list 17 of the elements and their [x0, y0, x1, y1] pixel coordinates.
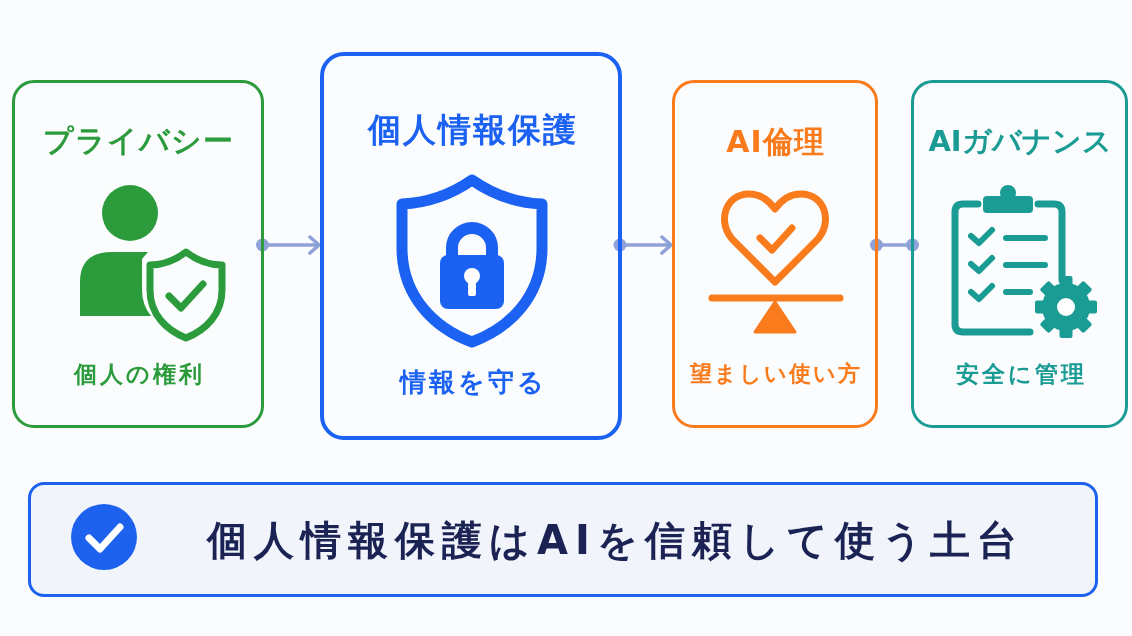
- topic-card: [12, 80, 264, 428]
- dot-connector: [870, 238, 919, 252]
- topic-card: [320, 52, 622, 440]
- topic-card: [672, 80, 878, 428]
- banner-text: 個人情報保護はAIを信頼して使う土台: [205, 517, 1024, 563]
- card-caption: 望ましい使い方: [689, 361, 862, 387]
- card-heading: AIガバナンス: [928, 125, 1112, 159]
- card-caption: 個人の権利: [72, 360, 205, 388]
- topic-card: [911, 80, 1128, 428]
- card-heading: プライバシー: [42, 123, 234, 159]
- card-caption: 安全に管理: [955, 360, 1087, 388]
- card-caption: 情報を守る: [398, 368, 547, 398]
- summary-banner: [28, 482, 1098, 597]
- card-heading: AI倫理: [725, 124, 825, 160]
- arrow: [256, 235, 321, 255]
- arrow: [613, 235, 673, 255]
- card-heading: 個人情報保護: [366, 111, 578, 149]
